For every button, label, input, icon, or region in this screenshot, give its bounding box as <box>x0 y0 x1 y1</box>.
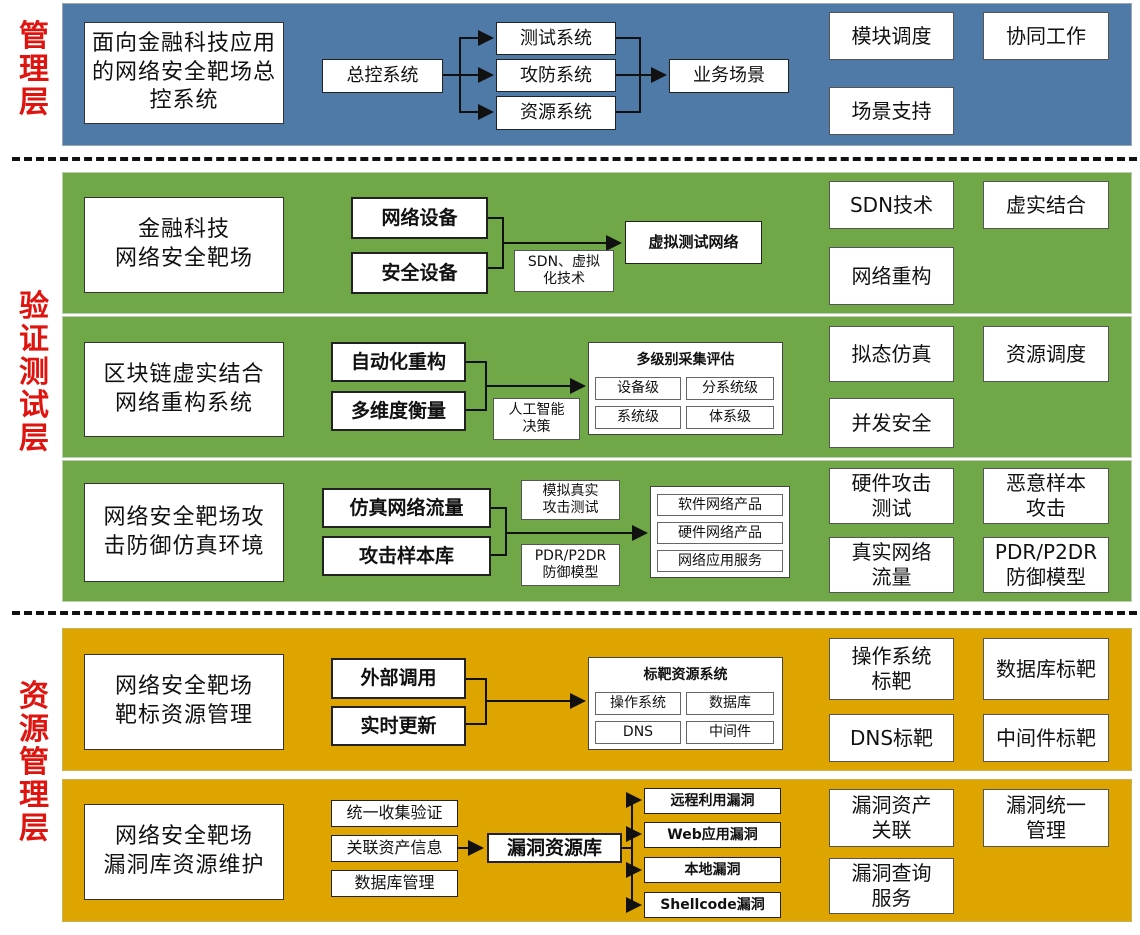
separator-1 <box>12 157 1137 161</box>
multi-level-eval-group: 多级别采集评估 设备级 分系统级 系统级 体系级 <box>588 342 783 435</box>
network-device-box: 网络设备 <box>351 197 488 239</box>
vuln-unified-mgmt-box: 漏洞统一 管理 <box>983 789 1109 847</box>
resource-system-box: 资源系统 <box>496 96 616 130</box>
software-network-product: 软件网络产品 <box>657 494 783 516</box>
vuln-resource-lib-box: 漏洞资源库 <box>487 833 622 863</box>
pdr-defense-model-box: PDR/P2DR 防御模型 <box>983 537 1109 593</box>
network-app-service: 网络应用服务 <box>657 550 783 572</box>
virtual-test-network-box: 虚拟测试网络 <box>625 221 762 264</box>
eval-system-level: 系统级 <box>595 406 681 429</box>
multi-level-eval-title: 多级别采集评估 <box>636 352 735 368</box>
realtime-update-box: 实时更新 <box>331 706 466 746</box>
attack-sample-lib-box: 攻击样本库 <box>322 536 491 576</box>
res-sys-os: 操作系统 <box>595 692 681 715</box>
security-device-box: 安全设备 <box>351 252 488 294</box>
vuln-query-service-box: 漏洞查询 服务 <box>829 858 954 914</box>
verify1-main-box: 金融科技 网络安全靶场 <box>84 197 284 293</box>
ai-decision-note: 人工智能 决策 <box>493 398 580 440</box>
res-sys-dns: DNS <box>595 721 681 744</box>
res-sys-middleware: 中间件 <box>686 721 774 744</box>
scene-support-box: 场景支持 <box>829 87 954 135</box>
real-network-traffic-box: 真实网络 流量 <box>829 537 954 593</box>
hardware-network-product: 硬件网络产品 <box>657 522 783 544</box>
network-reconstruct-box: 网络重构 <box>829 247 954 305</box>
resource-scheduling-box: 资源调度 <box>983 326 1109 382</box>
eval-subsystem-level: 分系统级 <box>686 377 774 400</box>
res1-main-box: 网络安全靶场 靶标资源管理 <box>84 654 284 750</box>
asset-info-box: 关联资产信息 <box>331 835 458 862</box>
verify2-main-box: 区块链虚实结合 网络重构系统 <box>84 342 284 437</box>
layer-label-verification: 验 证 测 试 层 <box>19 289 49 456</box>
os-target-box: 操作系统 标靶 <box>829 638 954 700</box>
module-scheduling-box: 模块调度 <box>829 12 954 60</box>
middleware-target-box: 中间件标靶 <box>983 714 1109 762</box>
network-products-group: 软件网络产品 硬件网络产品 网络应用服务 <box>650 486 790 578</box>
external-call-box: 外部调用 <box>331 658 466 699</box>
auto-reconstruct-box: 自动化重构 <box>331 342 466 382</box>
database-target-box: 数据库标靶 <box>983 638 1109 700</box>
hardware-attack-test-box: 硬件攻击 测试 <box>829 468 954 524</box>
verify3-main-box: 网络安全靶场攻 击防御仿真环境 <box>84 483 284 582</box>
sdn-virtualization-note: SDN、虚拟 化技术 <box>514 250 614 292</box>
attack-defense-system-box: 攻防系统 <box>496 59 616 92</box>
sdn-tech-box: SDN技术 <box>829 181 954 229</box>
multi-dimension-box: 多维度衡量 <box>331 391 466 431</box>
malicious-sample-attack-box: 恶意样本 攻击 <box>983 468 1109 524</box>
database-mgmt-box: 数据库管理 <box>331 870 458 897</box>
test-system-box: 测试系统 <box>496 22 616 55</box>
vuln-asset-link-box: 漏洞资产 关联 <box>829 789 954 847</box>
unified-collect-verify-box: 统一收集验证 <box>331 800 458 827</box>
target-resource-system-group: 标靶资源系统 操作系统 数据库 DNS 中间件 <box>588 657 783 750</box>
layer-label-management: 管 理 层 <box>19 19 49 120</box>
business-scene-box: 业务场景 <box>669 59 789 93</box>
target-resource-system-title: 标靶资源系统 <box>643 667 728 683</box>
concurrent-security-box: 并发安全 <box>829 398 954 448</box>
res2-main-box: 网络安全靶场 漏洞库资源维护 <box>84 804 284 900</box>
remote-exploit-vuln-box: 远程利用漏洞 <box>644 788 781 814</box>
pdr-model-note: PDR/P2DR 防御模型 <box>521 544 620 586</box>
res-sys-database: 数据库 <box>686 692 774 715</box>
control-system-box: 总控系统 <box>322 59 443 93</box>
local-vuln-box: 本地漏洞 <box>644 857 781 883</box>
virtual-real-box: 虚实结合 <box>983 181 1109 229</box>
collaboration-box: 协同工作 <box>983 12 1109 60</box>
dns-target-box: DNS标靶 <box>829 714 954 762</box>
sim-traffic-box: 仿真网络流量 <box>322 488 491 528</box>
mgmt-main-box: 面向金融科技应用的网络安全靶场总控系统 <box>84 22 284 124</box>
mimic-simulation-box: 拟态仿真 <box>829 326 954 382</box>
eval-device-level: 设备级 <box>595 377 681 400</box>
eval-architecture-level: 体系级 <box>686 406 774 429</box>
shellcode-vuln-box: Shellcode漏洞 <box>644 892 781 918</box>
web-app-vuln-box: Web应用漏洞 <box>644 822 781 848</box>
layer-label-resource: 资 源 管 理 层 <box>19 679 49 846</box>
sim-attack-test-note: 模拟真实 攻击测试 <box>521 480 620 520</box>
separator-2 <box>12 611 1137 615</box>
